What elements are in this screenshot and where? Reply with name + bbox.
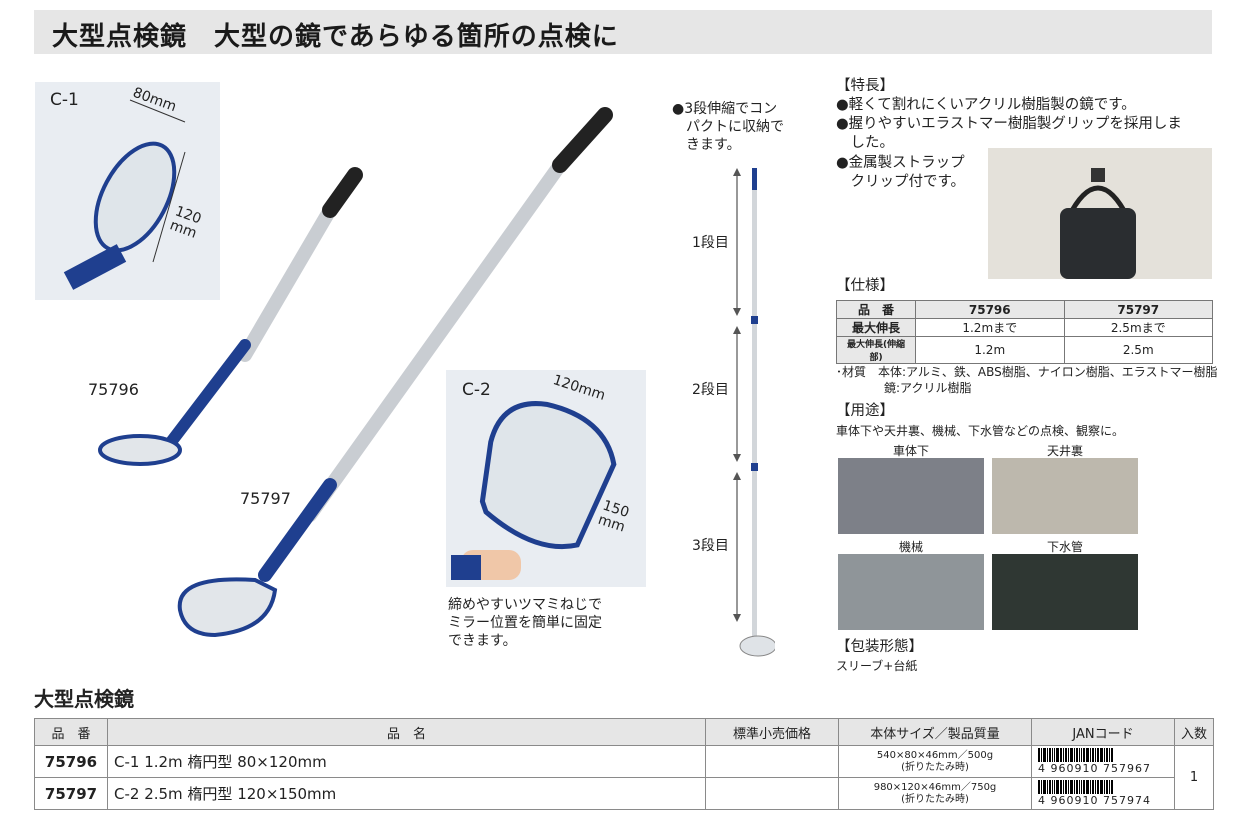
jan-digits: 4 960910 757967 (1038, 762, 1151, 775)
material-text: ･材質 本体:アルミ、鉄、ABS樹脂、ナイロン樹脂、エラストマー樹脂 鏡:アクリ… (836, 365, 1218, 395)
col-header-jan: JANコード (1031, 718, 1175, 746)
c2-mirror-illustration (451, 401, 617, 580)
spec-table: 品 番 75796 75797 最大伸長 1.2mまで 2.5mまで 最大伸長(… (836, 300, 1213, 364)
use-caption-1: 車体下 (892, 444, 929, 458)
uses-heading: 【用途】 (836, 403, 894, 419)
spec-cell: 75797 (1063, 300, 1213, 319)
col-header-qty: 入数 (1174, 718, 1214, 746)
spec-cell: 75796 (915, 300, 1065, 319)
uses-text: 車体下や天井裏、機械、下水管などの点検、観察に。 (836, 424, 1125, 438)
c1-label: C-1 (50, 90, 79, 110)
row-code: 75797 (34, 777, 108, 810)
label-75797: 75797 (240, 489, 291, 508)
use-caption-2: 天井裏 (1046, 444, 1083, 458)
spec-cell: 最大伸長(伸縮部) (836, 336, 916, 364)
table-title: 大型点検鏡 (34, 687, 134, 711)
knob-note: 締めやすいツマミねじで ミラー位置を簡単に固定 できます。 (448, 597, 602, 649)
c1-photo (35, 82, 220, 300)
feature-item-1: ●軽くて割れにくいアクリル樹脂製の鏡です。 (836, 97, 1136, 113)
use-caption-4: 下水管 (1046, 540, 1083, 554)
spec-cell: 2.5mまで (1063, 318, 1213, 337)
col-header-name: 品 名 (107, 718, 706, 746)
stage-2-label: 2段目 (692, 382, 729, 398)
packaging-text: スリーブ+台紙 (836, 659, 918, 673)
spec-row: 最大伸長 1.2mまで 2.5mまで (836, 318, 1213, 337)
feature-item-2: ●握りやすいエラストマー樹脂製グリップを採用しま した。 (836, 116, 1182, 151)
spec-row: 最大伸長(伸縮部) 1.2m 2.5m (836, 336, 1213, 364)
packaging-heading: 【包装形態】 (836, 639, 923, 655)
row-qty: 1 (1174, 745, 1214, 810)
col-header-price: 標準小売価格 (705, 718, 839, 746)
label-75796: 75796 (88, 380, 139, 399)
row-jan: 4 960910 757967 (1031, 745, 1175, 778)
spec-row: 品 番 75796 75797 (836, 300, 1213, 319)
jan-digits: 4 960910 757974 (1038, 794, 1151, 807)
barcode (1038, 748, 1168, 762)
spec-cell: 2.5m (1063, 336, 1213, 364)
spec-cell: 最大伸長 (836, 318, 916, 337)
strap-clip-photo (988, 148, 1212, 279)
col-header-size: 本体サイズ／製品質量 (838, 718, 1032, 746)
strap-clip-illustration (1060, 168, 1136, 279)
spec-cell: 1.2m (915, 336, 1065, 364)
use-photo-car (838, 458, 984, 534)
table-row: 75797 C-2 2.5m 楕円型 120×150mm 980×120×46m… (34, 777, 1214, 810)
table-row: 75796 C-1 1.2m 楕円型 80×120mm 540×80×46mm／… (34, 745, 1214, 810)
feature-item-3: ●金属製ストラップ クリップ付です。 (836, 155, 966, 190)
telescope-note: ●3段伸縮でコン パクトに収納で きます。 (672, 101, 784, 153)
use-photo-machine (838, 554, 984, 630)
page-title: 大型点検鏡 大型の鏡であらゆる箇所の点検に (52, 22, 619, 52)
spec-cell: 1.2mまで (915, 318, 1065, 337)
header-banner: 大型点検鏡 大型の鏡であらゆる箇所の点検に (34, 10, 1212, 54)
features-heading: 【特長】 (836, 78, 894, 94)
spec-heading: 【仕様】 (836, 278, 894, 294)
row-price (705, 745, 839, 778)
row-code: 75796 (34, 745, 108, 778)
c1-mirror-illustration (63, 99, 186, 290)
telescope-illustration (733, 168, 775, 657)
stage-1-label: 1段目 (692, 235, 729, 251)
col-header-code: 品 番 (34, 718, 108, 746)
use-photo-sewer (992, 554, 1138, 630)
spec-cell: 品 番 (836, 300, 916, 319)
stage-3-label: 3段目 (692, 538, 729, 554)
row-price (705, 777, 839, 810)
row-name: C-1 1.2m 楕円型 80×120mm (107, 745, 706, 778)
product-illustration (98, 107, 613, 638)
use-caption-3: 機械 (898, 540, 923, 554)
product-table: 品 番 品 名 標準小売価格 本体サイズ／製品質量 JANコード 入数 7579… (34, 718, 1214, 810)
row-size: 540×80×46mm／500g (折りたたみ時) (838, 745, 1032, 778)
table-header-row: 品 番 品 名 標準小売価格 本体サイズ／製品質量 JANコード 入数 (34, 718, 1214, 746)
row-size: 980×120×46mm／750g (折りたたみ時) (838, 777, 1032, 810)
c2-label: C-2 (462, 380, 491, 400)
row-name: C-2 2.5m 楕円型 120×150mm (107, 777, 706, 810)
row-jan: 4 960910 757974 (1031, 777, 1175, 810)
c2-photo (446, 370, 646, 587)
use-photo-ceiling (992, 458, 1138, 534)
barcode (1038, 780, 1168, 794)
